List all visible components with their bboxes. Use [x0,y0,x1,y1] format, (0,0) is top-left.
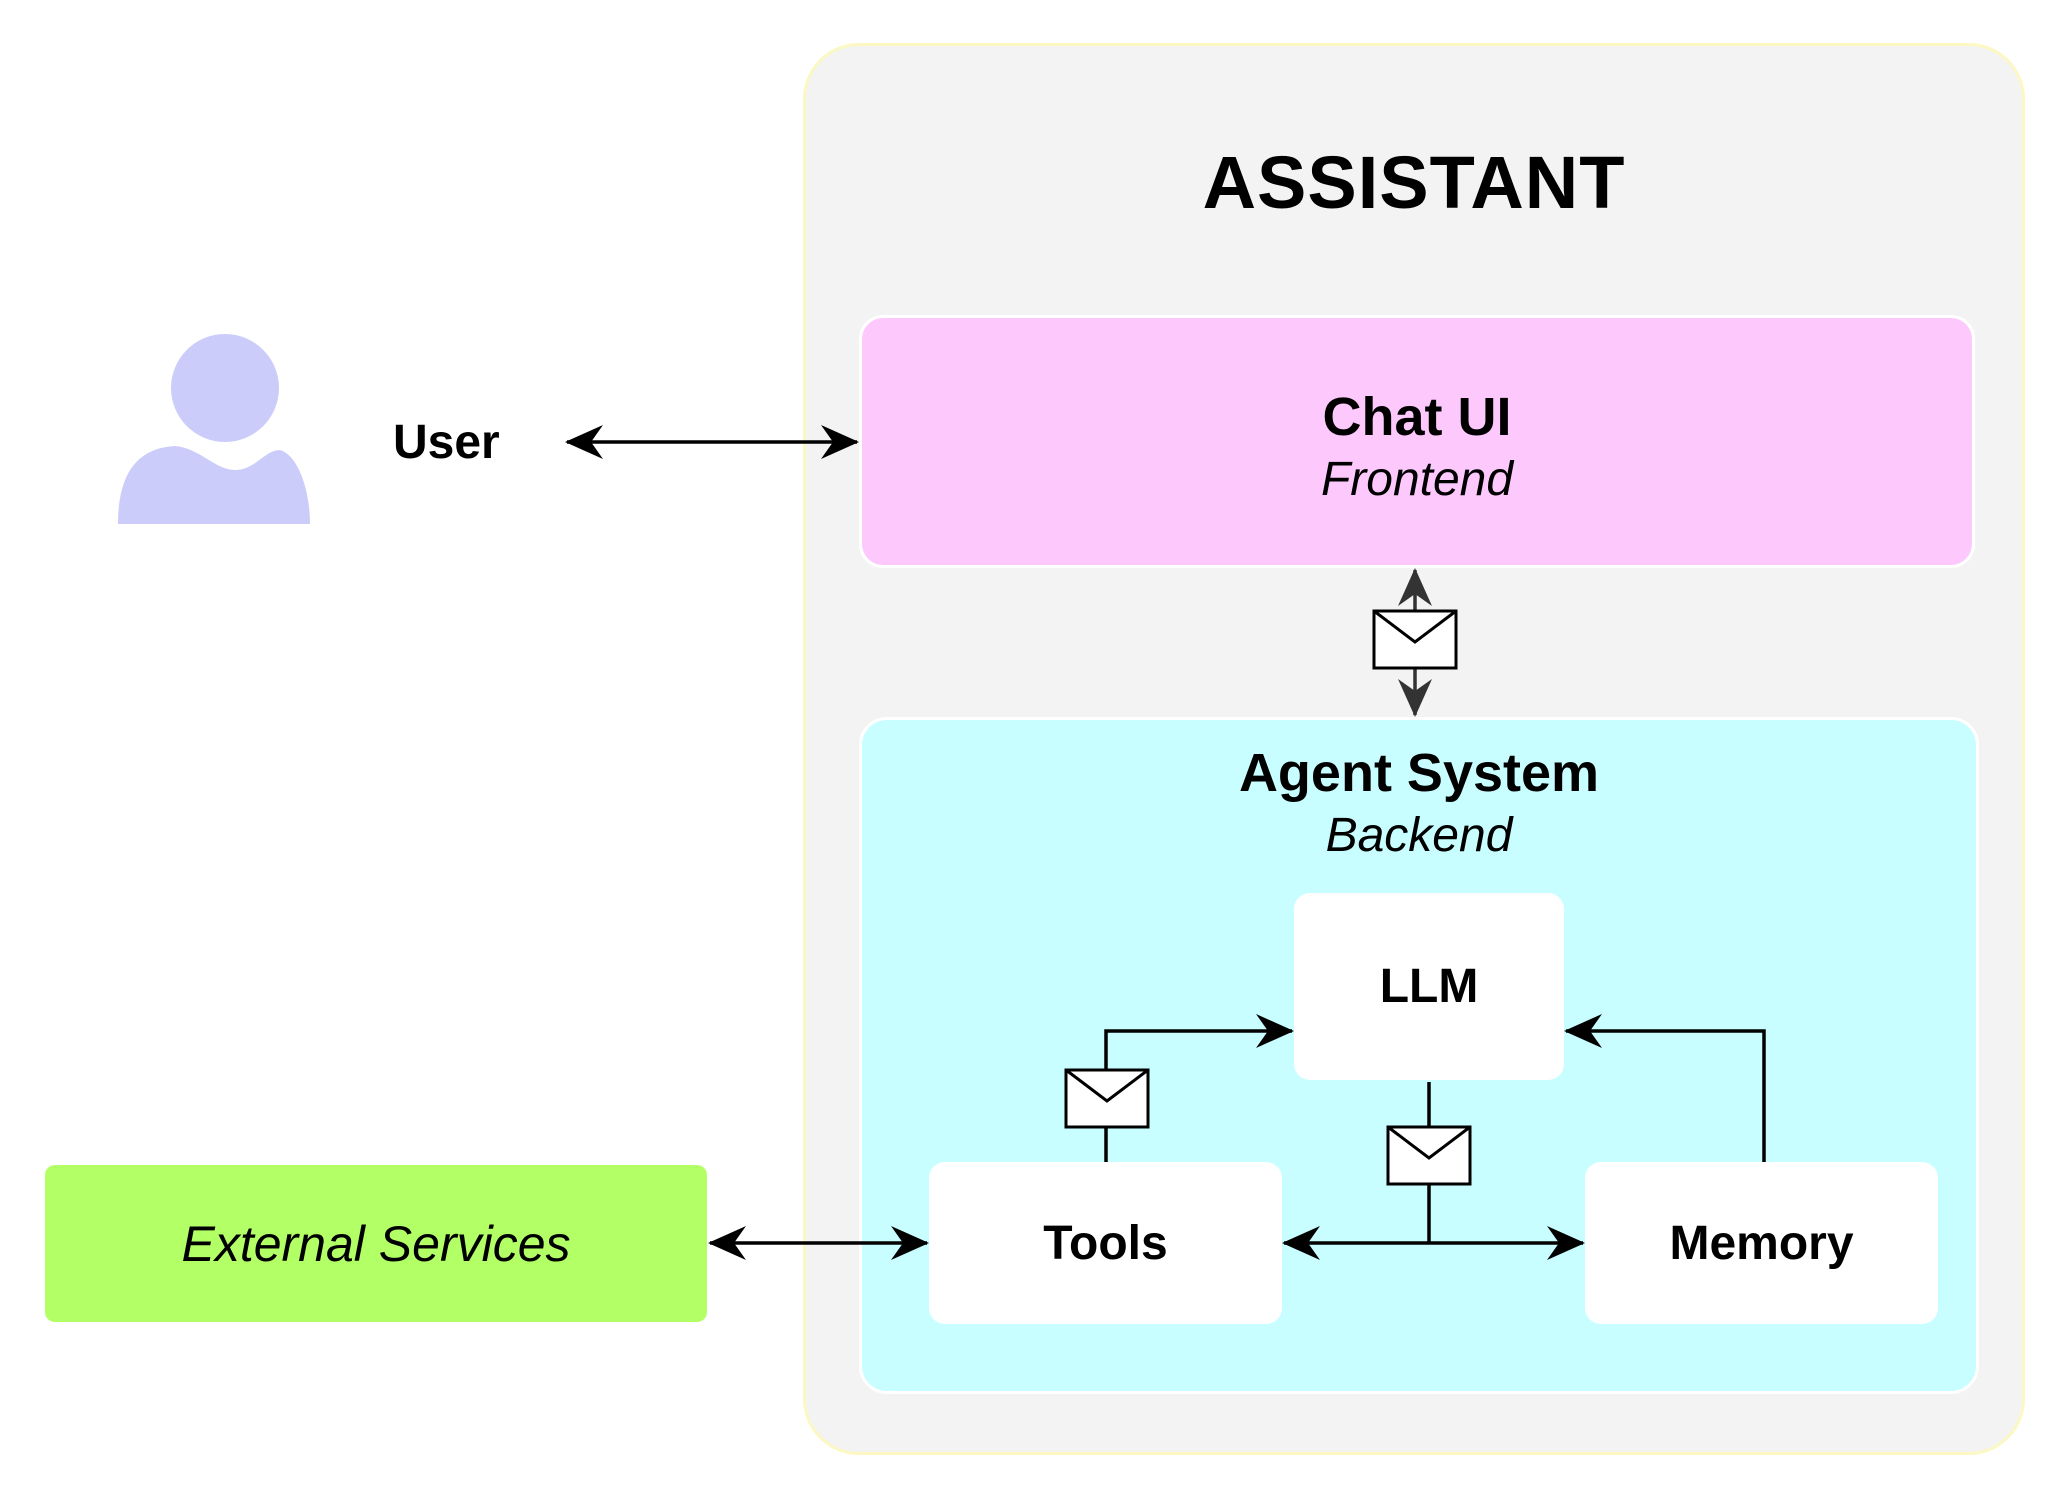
user-label: User [393,416,500,469]
chat-ui-subtitle: Frontend [1320,453,1514,506]
chat-ui-title: Chat UI [1322,387,1512,447]
external-services-box: External Services [45,1165,707,1322]
memory-box: Memory [1585,1162,1938,1324]
tools-box: Tools [929,1162,1282,1324]
person-icon [118,334,310,524]
tools-label: Tools [1043,1216,1168,1270]
external-services-label: External Services [181,1215,571,1272]
agent-system-title: Agent System [1238,743,1600,803]
agent-system-subtitle: Backend [1325,809,1513,862]
envelope-icon [1372,609,1458,670]
memory-label: Memory [1669,1216,1854,1270]
envelope-icon [1064,1068,1150,1129]
memory-llm-arrow [1564,1014,1766,1162]
envelope-icon [1386,1125,1472,1186]
chat-ui-box: Chat UI Frontend [859,315,1975,568]
llm-box: LLM [1294,893,1564,1080]
assistant-title: ASSISTANT [1202,141,1626,224]
llm-label: LLM [1379,960,1479,1013]
